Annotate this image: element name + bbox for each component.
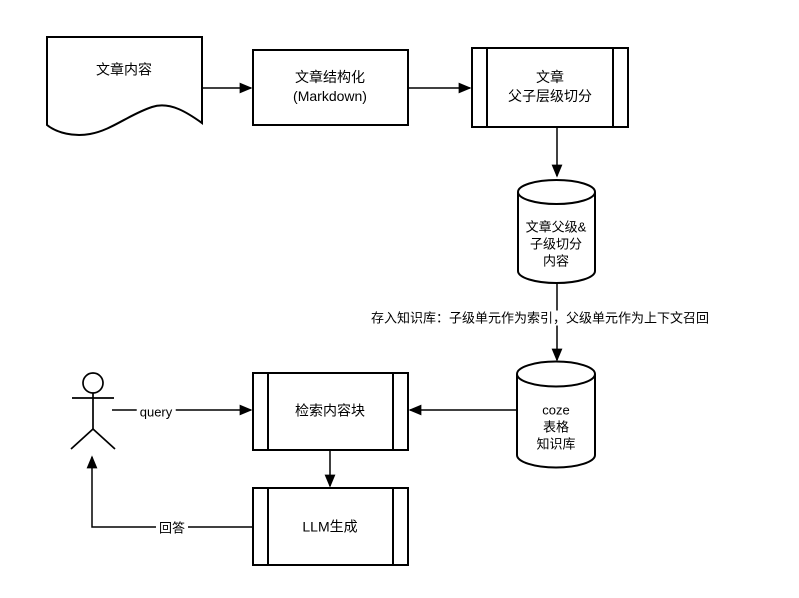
- splitting-label-line1: 文章: [536, 69, 564, 85]
- edge-answer-llm-to-actor: [86, 455, 253, 528]
- query-edge-label: query: [136, 404, 176, 420]
- parent-child-db-label-line2: 子级切分: [529, 236, 583, 252]
- structuring-node-label: 文章结构化 (Markdown): [293, 68, 367, 106]
- structuring-node-shape: [252, 49, 409, 126]
- parent-child-db-shape: [517, 179, 596, 284]
- parent-child-db-label: 文章父级& 子级切分 内容: [526, 219, 587, 270]
- splitting-node-shape: [471, 47, 629, 128]
- retrieve-node-label: 检索内容块: [295, 402, 365, 419]
- structuring-label-line1: 文章结构化: [295, 69, 365, 85]
- coze-db-label-line3: 知识库: [536, 436, 576, 452]
- user-actor-shape: [70, 372, 116, 450]
- coze-db-label-line1: coze: [542, 402, 570, 418]
- document-node-label: 文章内容: [96, 61, 152, 78]
- coze-db-label: coze 表格 知识库: [536, 402, 575, 453]
- splitting-label-line2: 父子层级切分: [508, 88, 592, 104]
- document-node-shape: [46, 36, 203, 136]
- parent-child-db-label-line1: 文章父级&: [525, 219, 587, 235]
- coze-db-label-line2: 表格: [542, 419, 570, 435]
- answer-edge-label: 回答: [155, 520, 189, 536]
- structuring-label-line2: (Markdown): [293, 88, 367, 104]
- splitting-node-label: 文章 父子层级切分: [508, 68, 592, 106]
- store-edge-label: 存入知识库：子级单元作为索引，父级单元作为上下文召回: [367, 310, 713, 326]
- coze-db-shape: [516, 360, 596, 469]
- retrieve-node-shape: [252, 372, 409, 451]
- parent-child-db-label-line3: 内容: [542, 253, 570, 269]
- llm-node-label: LLM生成: [302, 518, 358, 535]
- llm-node-shape: [252, 487, 409, 566]
